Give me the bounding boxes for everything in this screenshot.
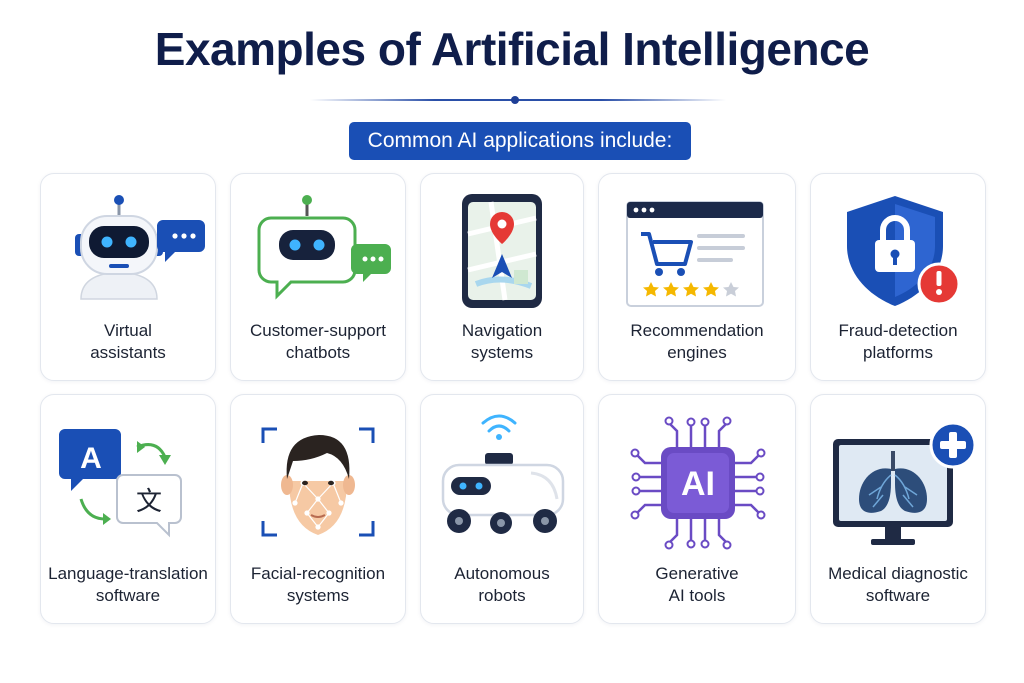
- chip-text: AI: [681, 465, 715, 503]
- chatbot-icon: [257, 195, 391, 300]
- robot-assistant-icon: [75, 195, 205, 300]
- navigation-phone-icon: [462, 194, 542, 308]
- title-divider-dot: [511, 96, 519, 104]
- ai-chip-icon: AI: [630, 416, 766, 550]
- shield-lock-alert-icon: [847, 196, 961, 306]
- subtitle-badge: Common AI applications include:: [349, 122, 691, 160]
- glyph-a: A: [80, 442, 102, 475]
- page-title: Examples of Artificial Intelligence: [154, 23, 870, 75]
- glyph-b: 文: [136, 487, 162, 517]
- translation-icon: A 文: [59, 429, 182, 538]
- shopping-recommendation-icon: [626, 201, 764, 307]
- delivery-robot-icon: [441, 414, 565, 534]
- lung-scan-monitor-icon: [833, 421, 977, 545]
- face-scan-icon: [261, 427, 375, 537]
